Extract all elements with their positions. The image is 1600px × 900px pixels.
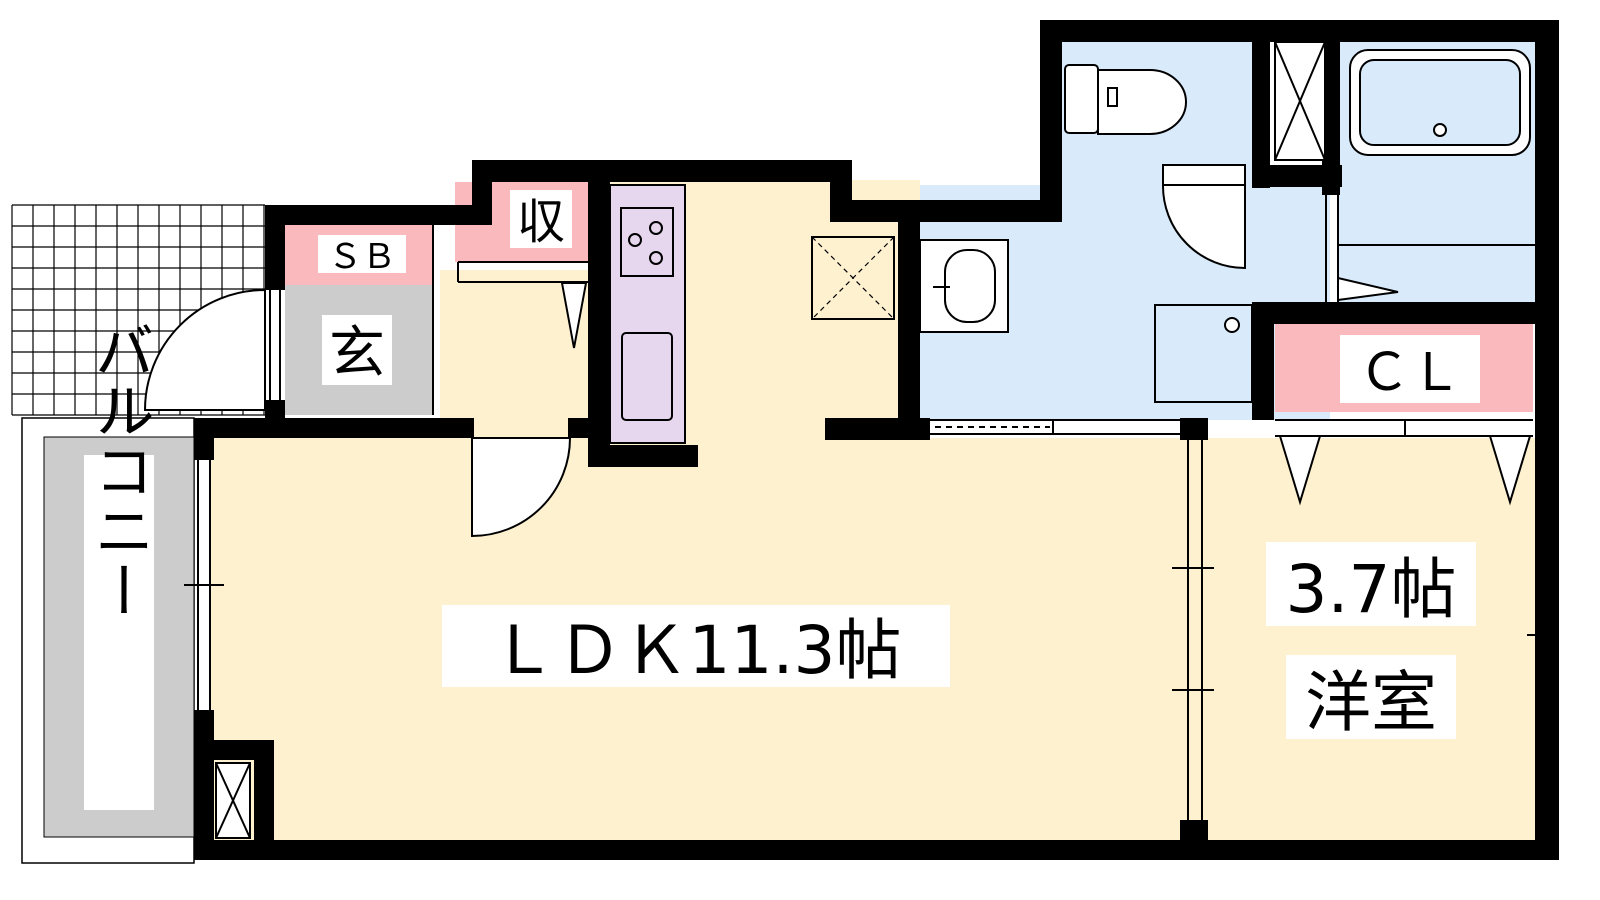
wall — [898, 222, 920, 440]
partitions — [184, 195, 1559, 820]
wall — [472, 160, 492, 218]
walls — [194, 20, 1559, 860]
toilet — [1064, 64, 1187, 135]
wall — [1252, 302, 1547, 324]
washbasin — [919, 239, 1009, 333]
wall — [265, 205, 285, 290]
doors — [143, 164, 1246, 538]
wall — [194, 418, 474, 438]
wall — [588, 182, 610, 467]
pipe-spaces — [215, 41, 1326, 839]
wall — [1252, 165, 1342, 187]
western-room-size: 3.7帖 — [1286, 551, 1457, 628]
wall — [1180, 418, 1208, 440]
fridge-space — [811, 236, 895, 320]
wall — [588, 445, 698, 467]
kitchen-counter — [609, 184, 686, 444]
western-room-name: 洋室 — [1305, 664, 1437, 741]
shoe-box-label: ＳＢ — [328, 237, 396, 277]
wall — [1322, 20, 1340, 188]
wall — [254, 740, 274, 850]
wall — [1252, 302, 1274, 420]
folding-doors — [560, 276, 1532, 506]
wall — [1040, 20, 1559, 42]
wall — [194, 840, 1559, 860]
washing-machine-space — [1154, 304, 1253, 403]
wall — [472, 160, 852, 182]
wall — [1040, 20, 1062, 220]
wall — [1252, 20, 1270, 188]
toilet-door — [1161, 184, 1246, 270]
entrance-door — [143, 288, 266, 411]
ldk-door — [471, 437, 572, 538]
wall — [265, 205, 492, 225]
wall — [265, 400, 285, 418]
sink — [621, 332, 673, 421]
balcony-label: バルコニー — [84, 320, 154, 620]
labels: ＳＢ 収 玄 バルコニー ＬＤＫ11.3帖 ＣＬ 3.7帖 洋室 — [84, 190, 1480, 810]
western-room-floor — [1195, 438, 1540, 848]
storage-label: 収 — [517, 194, 565, 250]
wall — [1322, 185, 1340, 195]
ldk-label: ＬＤＫ11.3帖 — [491, 612, 902, 689]
closet-label: ＣＬ — [1358, 343, 1462, 403]
wall — [194, 710, 214, 860]
bathtub — [1349, 49, 1531, 156]
wall — [830, 200, 1062, 222]
entrance-label: 玄 — [329, 321, 385, 386]
wall — [1180, 820, 1208, 850]
